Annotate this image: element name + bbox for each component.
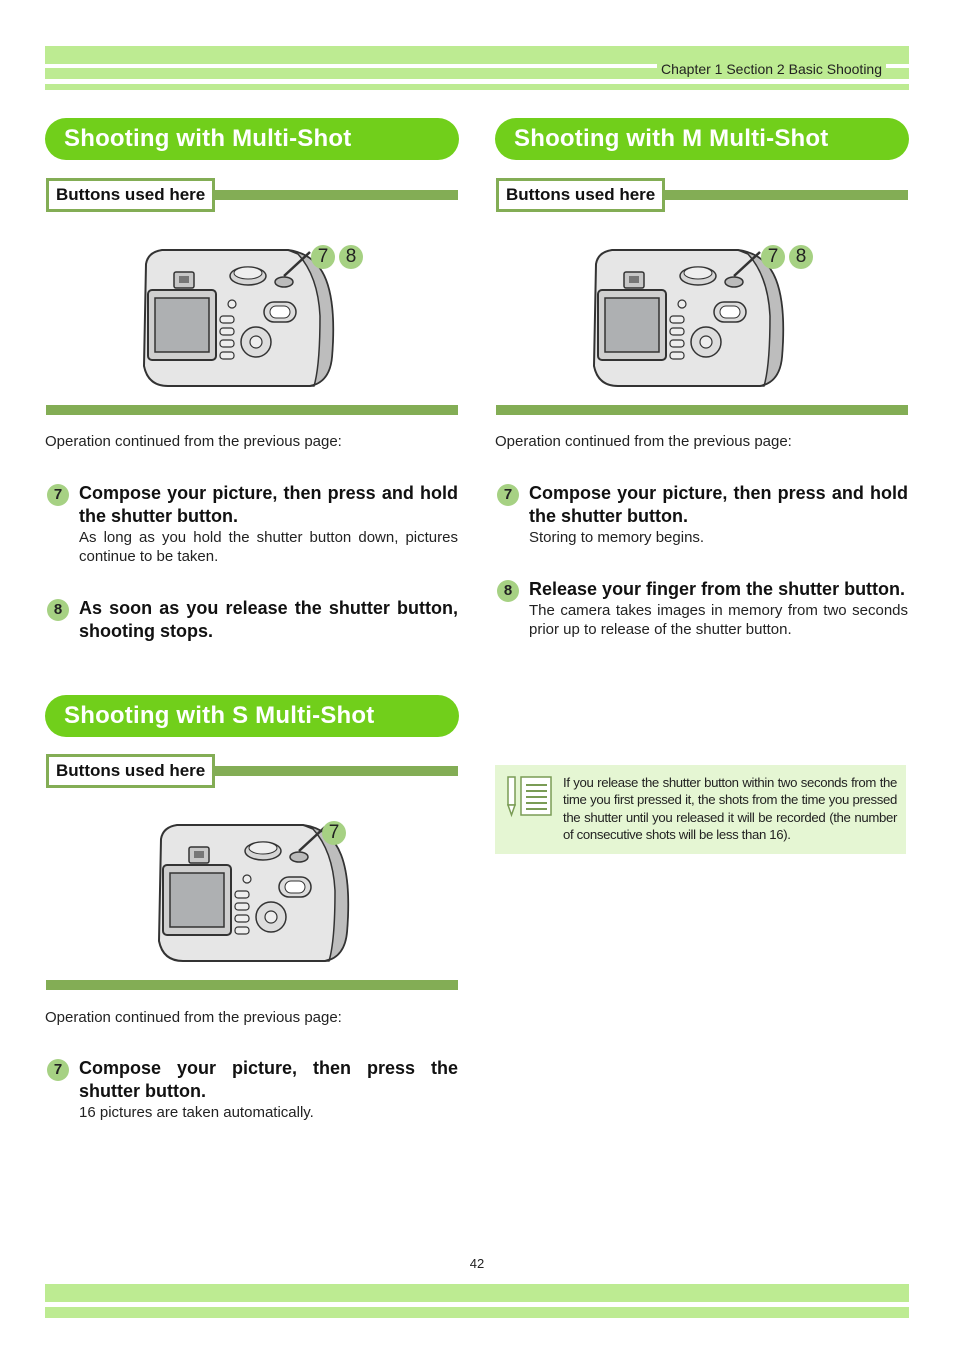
section-rule (496, 405, 908, 415)
buttons-used-bar (46, 190, 458, 200)
header-stripe-top (45, 46, 909, 64)
footer-stripe-top (45, 1284, 909, 1302)
buttons-used-label: Buttons used here (46, 754, 216, 788)
header-stripe-mid (45, 68, 909, 79)
header-stripe-bottom (45, 84, 909, 90)
buttons-used-here-multi: Buttons used here (46, 178, 458, 212)
callout-7: 7 (761, 245, 785, 269)
step-description: 16 pictures are taken automatically. (79, 1104, 314, 1121)
step-7: 7 Compose your picture, then press and h… (497, 482, 908, 547)
buttons-used-label: Buttons used here (496, 178, 666, 212)
buttons-used-bar (46, 766, 458, 776)
callout-7: 7 (311, 245, 335, 269)
section-title-multi-shot: Shooting with Multi-Shot (45, 118, 459, 160)
section-title-s-multi-shot: Shooting with S Multi-Shot (45, 695, 459, 737)
note-text: If you release the shutter button within… (563, 775, 897, 842)
step-description: Storing to memory begins. (529, 529, 705, 546)
operation-continued: Operation continued from the previous pa… (495, 433, 792, 450)
callout-8: 8 (789, 245, 813, 269)
step-number-badge: 8 (47, 599, 69, 621)
step-number-badge: 7 (497, 484, 519, 506)
callout-7: 7 (322, 821, 346, 845)
note-box: If you release the shutter button within… (495, 765, 906, 854)
step-description: The camera takes images in memory from t… (529, 602, 908, 638)
operation-continued: Operation continued from the previous pa… (45, 433, 342, 450)
step-heading: Compose your picture, then press the shu… (79, 1058, 458, 1101)
operation-continued: Operation continued from the previous pa… (45, 1009, 342, 1026)
callout-8: 8 (339, 245, 363, 269)
step-number-badge: 7 (47, 1059, 69, 1081)
step-heading: As soon as you release the shutter butto… (79, 598, 458, 641)
camera-illustration (157, 824, 350, 962)
chapter-header: Chapter 1 Section 2 Basic Shooting (656, 61, 886, 77)
footer-stripe-bottom (45, 1307, 909, 1318)
step-heading: Compose your picture, then press and hol… (79, 483, 458, 526)
buttons-used-bar (496, 190, 908, 200)
section-title-m-multi-shot: Shooting with M Multi-Shot (495, 118, 909, 160)
step-7: 7 Compose your picture, then press and h… (47, 482, 458, 566)
memo-pencil-icon (506, 776, 552, 818)
step-heading: Release your finger from the shutter but… (529, 579, 906, 599)
step-number-badge: 8 (497, 580, 519, 602)
step-8: 8 As soon as you release the shutter but… (47, 597, 458, 643)
camera-illustration (592, 249, 785, 387)
step-7: 7 Compose your picture, then press the s… (47, 1057, 458, 1122)
step-8: 8 Release your finger from the shutter b… (497, 578, 908, 639)
buttons-used-label: Buttons used here (46, 178, 216, 212)
buttons-used-here-s-multi: Buttons used here (46, 754, 458, 788)
camera-illustration (142, 249, 335, 387)
buttons-used-here-m-multi: Buttons used here (496, 178, 908, 212)
section-rule (46, 405, 458, 415)
page-number: 42 (469, 1256, 485, 1271)
step-number-badge: 7 (47, 484, 69, 506)
step-heading: Compose your picture, then press and hol… (529, 483, 908, 526)
step-description: As long as you hold the shutter button d… (79, 529, 458, 565)
section-rule (46, 980, 458, 990)
